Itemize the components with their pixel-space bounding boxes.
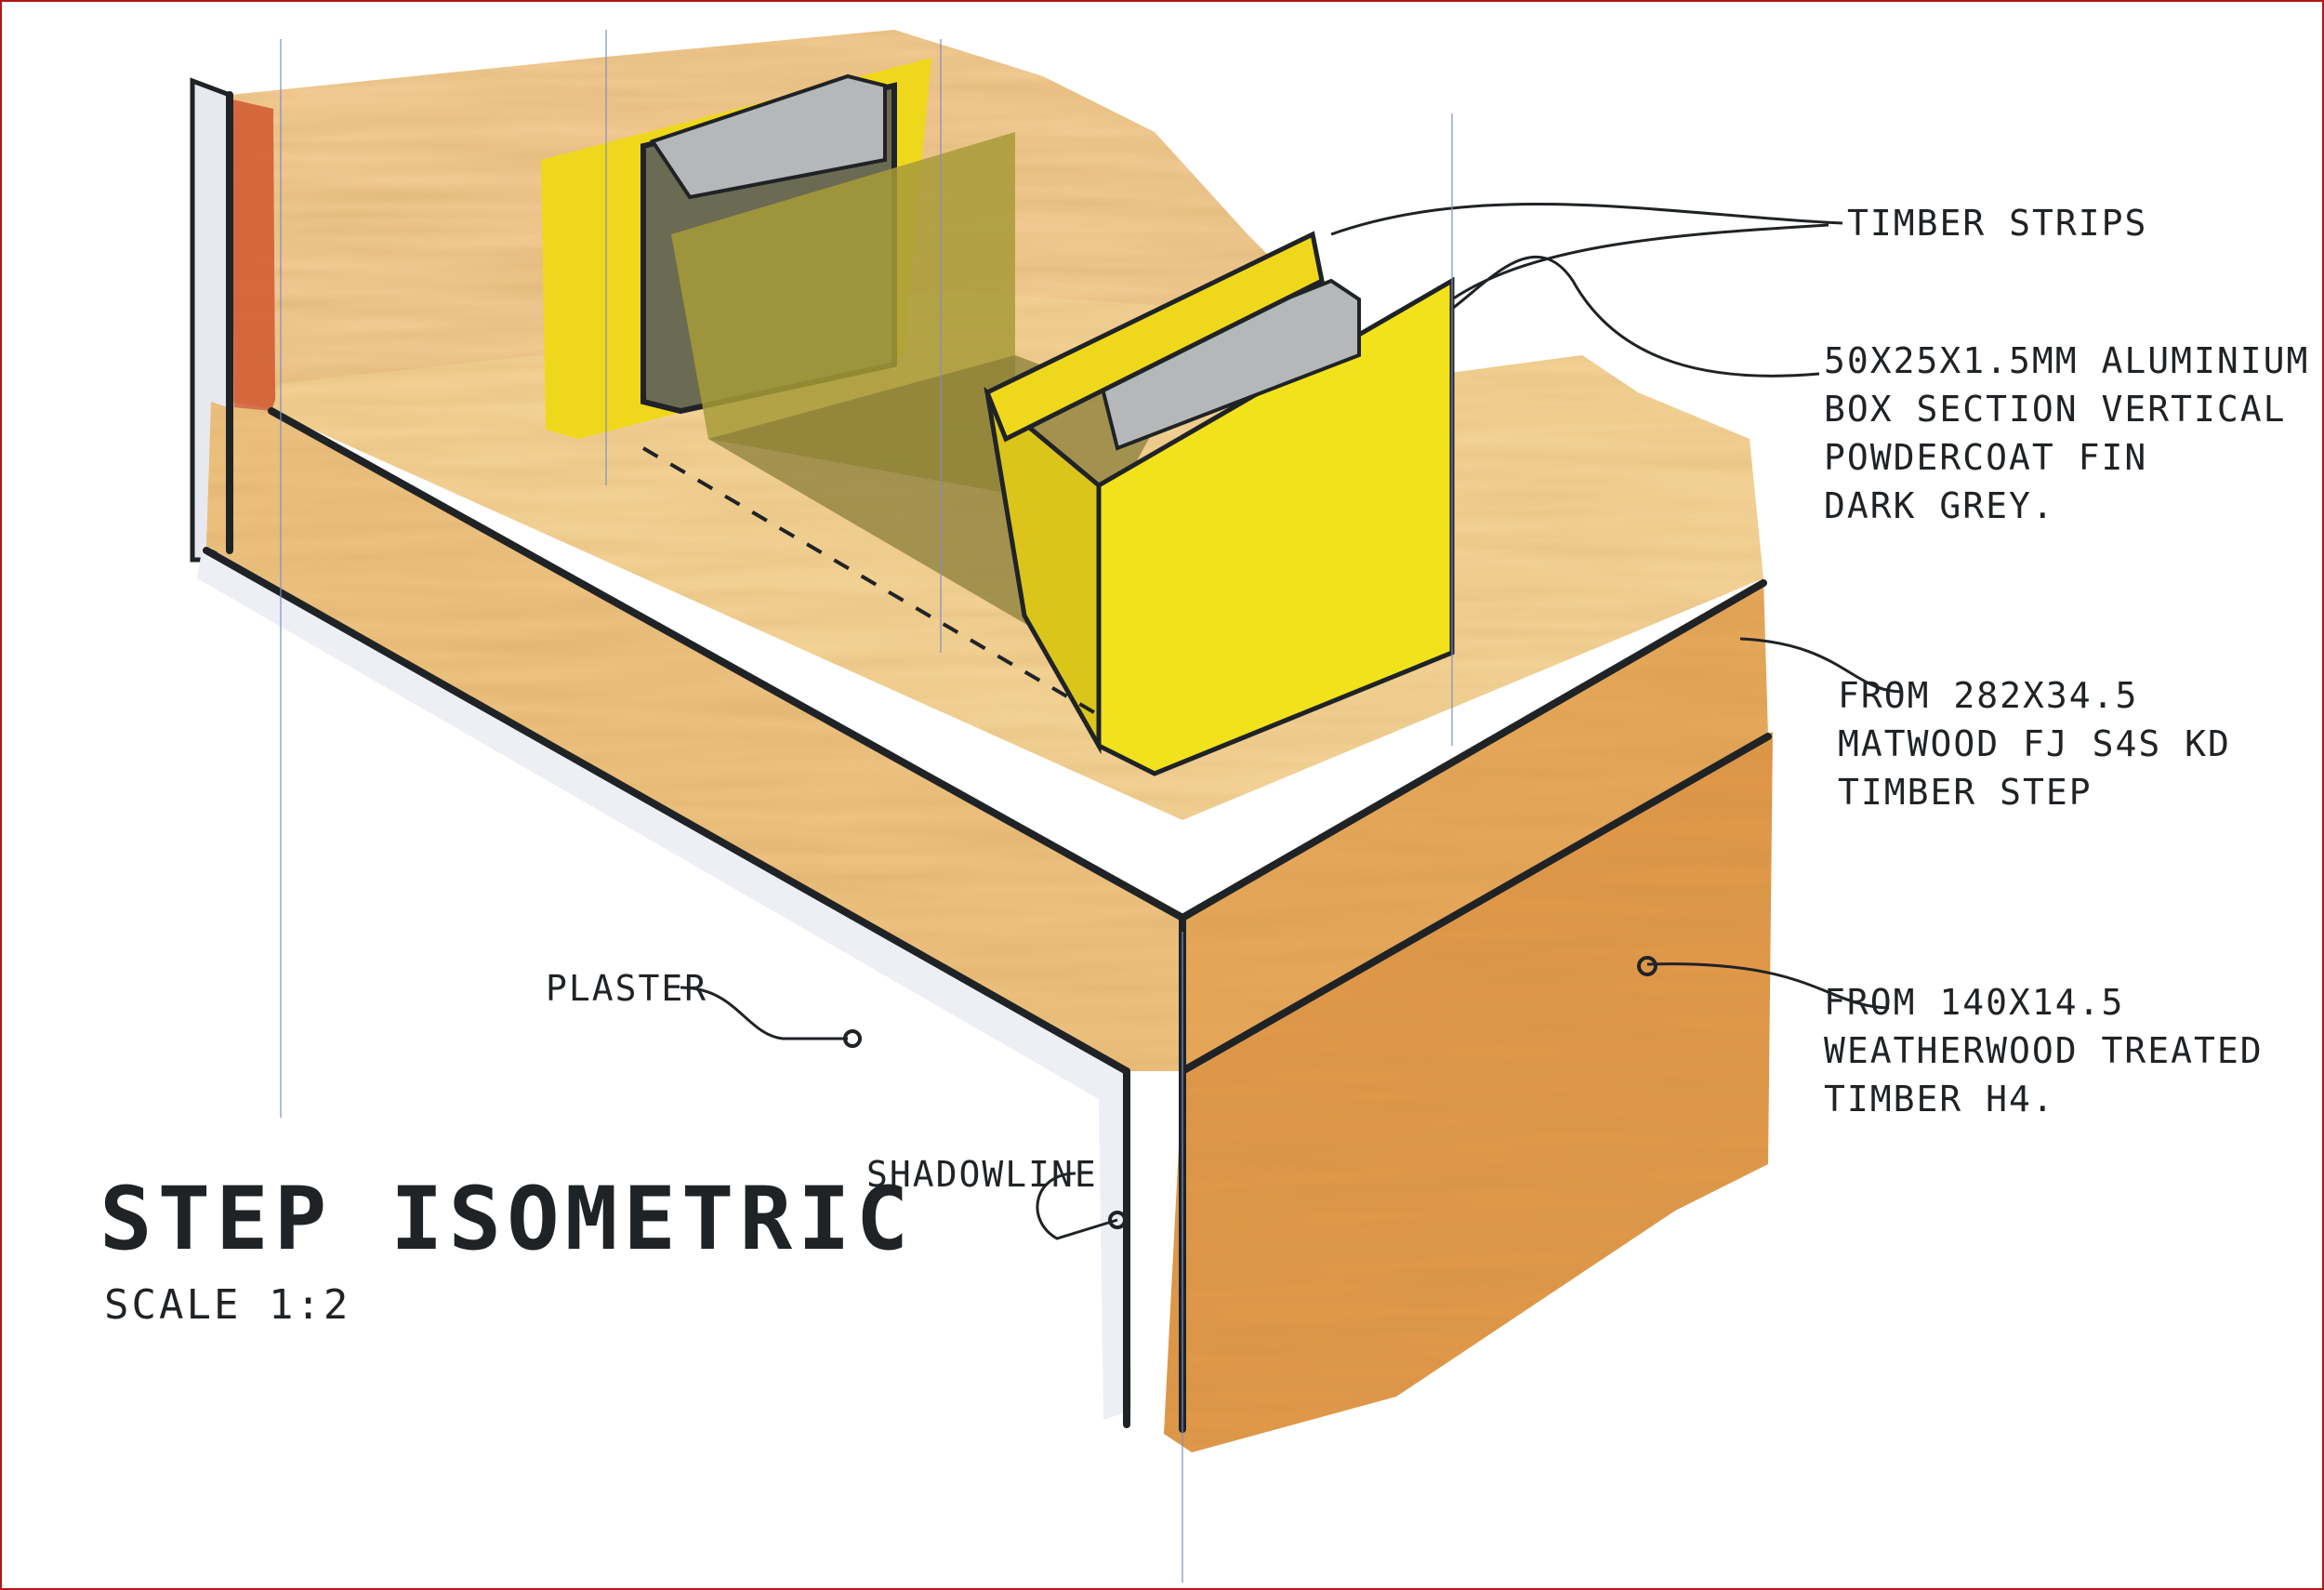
label-riser-line: FROM 140x14.5 [1824, 982, 2125, 1023]
step-front-face-grain [206, 402, 1182, 1071]
label-box-section-line: DARK GREY. [1824, 485, 2055, 526]
leader-lines [680, 203, 1904, 1240]
fin-right-side [984, 386, 1102, 755]
fin-mid-timber-strip [984, 231, 1325, 443]
setout-dashed-line [641, 446, 1105, 720]
fin-left-aluminium-top [649, 73, 887, 200]
label-step-line: FROM 282x34.5 [1838, 675, 2139, 716]
riser-face-grain [1164, 732, 1773, 1452]
construction-lines [280, 30, 1453, 1583]
label-riser-timber: FROM 140x14.5 WEATHERWOOD TREATED TIMBER… [1824, 978, 2264, 1123]
label-box-section-line: POWDERCOAT FIN [1824, 437, 2148, 478]
label-timber-strips: TIMBER STRIPS [1847, 203, 2148, 244]
label-step-timber: FROM 282x34.5 MATWOOD FJ S4S KD TIMBER S… [1838, 671, 2231, 816]
plaster-wall-lower [197, 550, 1131, 1420]
label-step-line: MATWOOD FJ S4S KD [1838, 723, 2231, 764]
plaster-leader-dot [843, 1029, 862, 1048]
label-riser-line: TIMBER H4. [1824, 1079, 2055, 1120]
shadowline-leader-dot [1108, 1211, 1127, 1229]
label-box-section-line: 50x25x1.5mm ALUMINIUM [1824, 340, 2310, 381]
label-step-line: TIMBER STEP [1838, 772, 2093, 813]
label-riser-line: WEATHERWOOD TREATED [1824, 1030, 2264, 1071]
label-box-section: 50x25x1.5mm ALUMINIUM BOX SECTION VERTIC… [1824, 337, 2309, 530]
drawing-title: STEP ISOMETRIC [99, 1169, 915, 1270]
drawing-scale: SCALE 1:2 [104, 1281, 351, 1329]
label-box-section-line: BOX SECTION VERTICAL [1824, 389, 2287, 430]
step-end-face-grain [1182, 578, 1768, 1076]
label-shadowline: SHADOWLINE [866, 1154, 1098, 1195]
riser-leader-dot [1637, 956, 1657, 976]
label-plaster: PLASTER [546, 968, 708, 1009]
